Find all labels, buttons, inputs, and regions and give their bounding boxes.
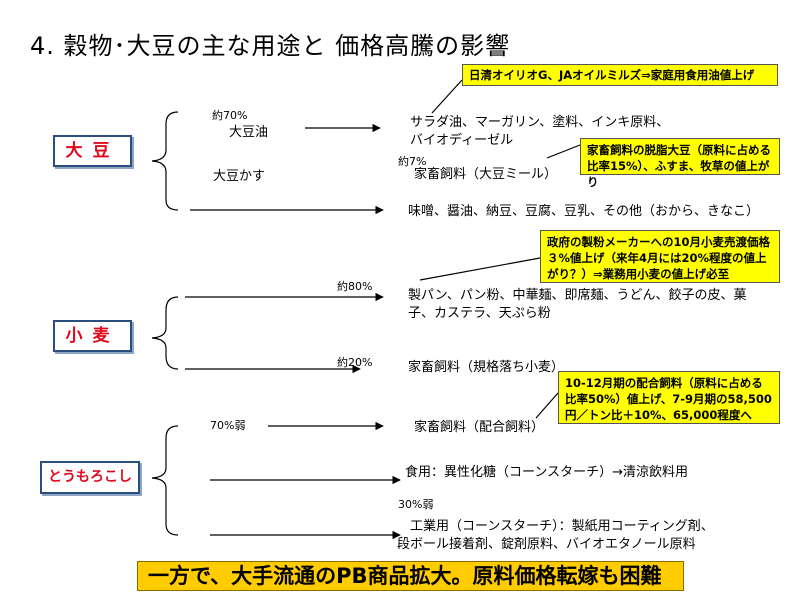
corn-industrial-use-line1: 工業用（コーンスターチ）：製紙用コーティング剤、	[410, 519, 714, 534]
wheat-feed-percent: 約20%	[337, 356, 373, 369]
wheat-food-use-line2: 子、カステラ、天ぷら粉	[408, 306, 551, 321]
corn-industrial-use-line2: 段ボール接着剤、錠剤原料、バイオエタノール原料	[397, 537, 696, 552]
category-label-soybean: 大豆	[53, 135, 132, 167]
pointer-note-soyfeed	[546, 144, 581, 159]
soybean-oil-use-line1: サラダ油、マーガリン、塗料、インキ原料、	[410, 115, 670, 130]
corn-industrial-percent: 30%弱	[398, 498, 434, 511]
wheat-food-percent: 約80%	[337, 280, 373, 293]
note-soybean-feed: 家畜飼料の脱脂大豆（原料に占める比率15%）、ふすま、牧草の値上がり	[580, 138, 780, 189]
note-wheat-price: 政府の製粉メーカーへの10月小麦売渡価格３%値上げ（来年4月には20%程度の値上…	[540, 230, 780, 283]
pointer-note-corn	[535, 392, 559, 419]
pointer-note-wheat	[419, 257, 541, 281]
bottom-banner: 一方で、大手流通のPB商品拡大。原料価格転嫁も困難	[137, 561, 684, 591]
corn-feed-use: 家畜飼料（配合飼料）	[414, 420, 545, 435]
brace-komugi	[151, 296, 179, 370]
soybean-oil-percent: 約70%	[212, 109, 248, 122]
corn-feed-percent: 70%弱	[210, 419, 246, 432]
soybean-meal-percent: 約7%	[398, 155, 427, 168]
soybean-meal-use: 家畜飼料（大豆ミール）	[414, 167, 558, 182]
page-title: 4. 穀物･大豆の主な用途と 価格高騰の影響	[30, 32, 511, 60]
brace-daizu	[151, 111, 179, 211]
soybean-other-use: 味噌、醤油、納豆、豆腐、豆乳、その他（おから、きなこ）	[408, 204, 760, 219]
category-label-corn: とうもろこし	[40, 461, 140, 494]
soybean-meal-label: 大豆かす	[213, 169, 266, 184]
note-oil-price: 日清オイリオG、JAオイルミルズ⇒家庭用食用油値上げ	[462, 64, 778, 86]
wheat-feed-use: 家畜飼料（規格落ち小麦）	[408, 360, 565, 375]
note-corn-feed-price: 10-12月期の配合飼料（原料に占める比率50%）値上げ、7-9月期の58,50…	[558, 371, 780, 424]
soybean-oil-label: 大豆油	[229, 125, 269, 140]
brace-corn	[151, 425, 179, 536]
wheat-food-use-line1: 製パン、パン粉、中華麺、即席麺、うどん、餃子の皮、菓	[408, 288, 747, 303]
soybean-oil-use-line2: バイオディーゼル	[410, 133, 514, 148]
corn-food-use: 食用：異性化糖（コーンスターチ）→清涼飲料用	[405, 465, 688, 480]
category-label-wheat: 小麦	[53, 320, 132, 352]
pointer-note-oil	[431, 79, 463, 114]
